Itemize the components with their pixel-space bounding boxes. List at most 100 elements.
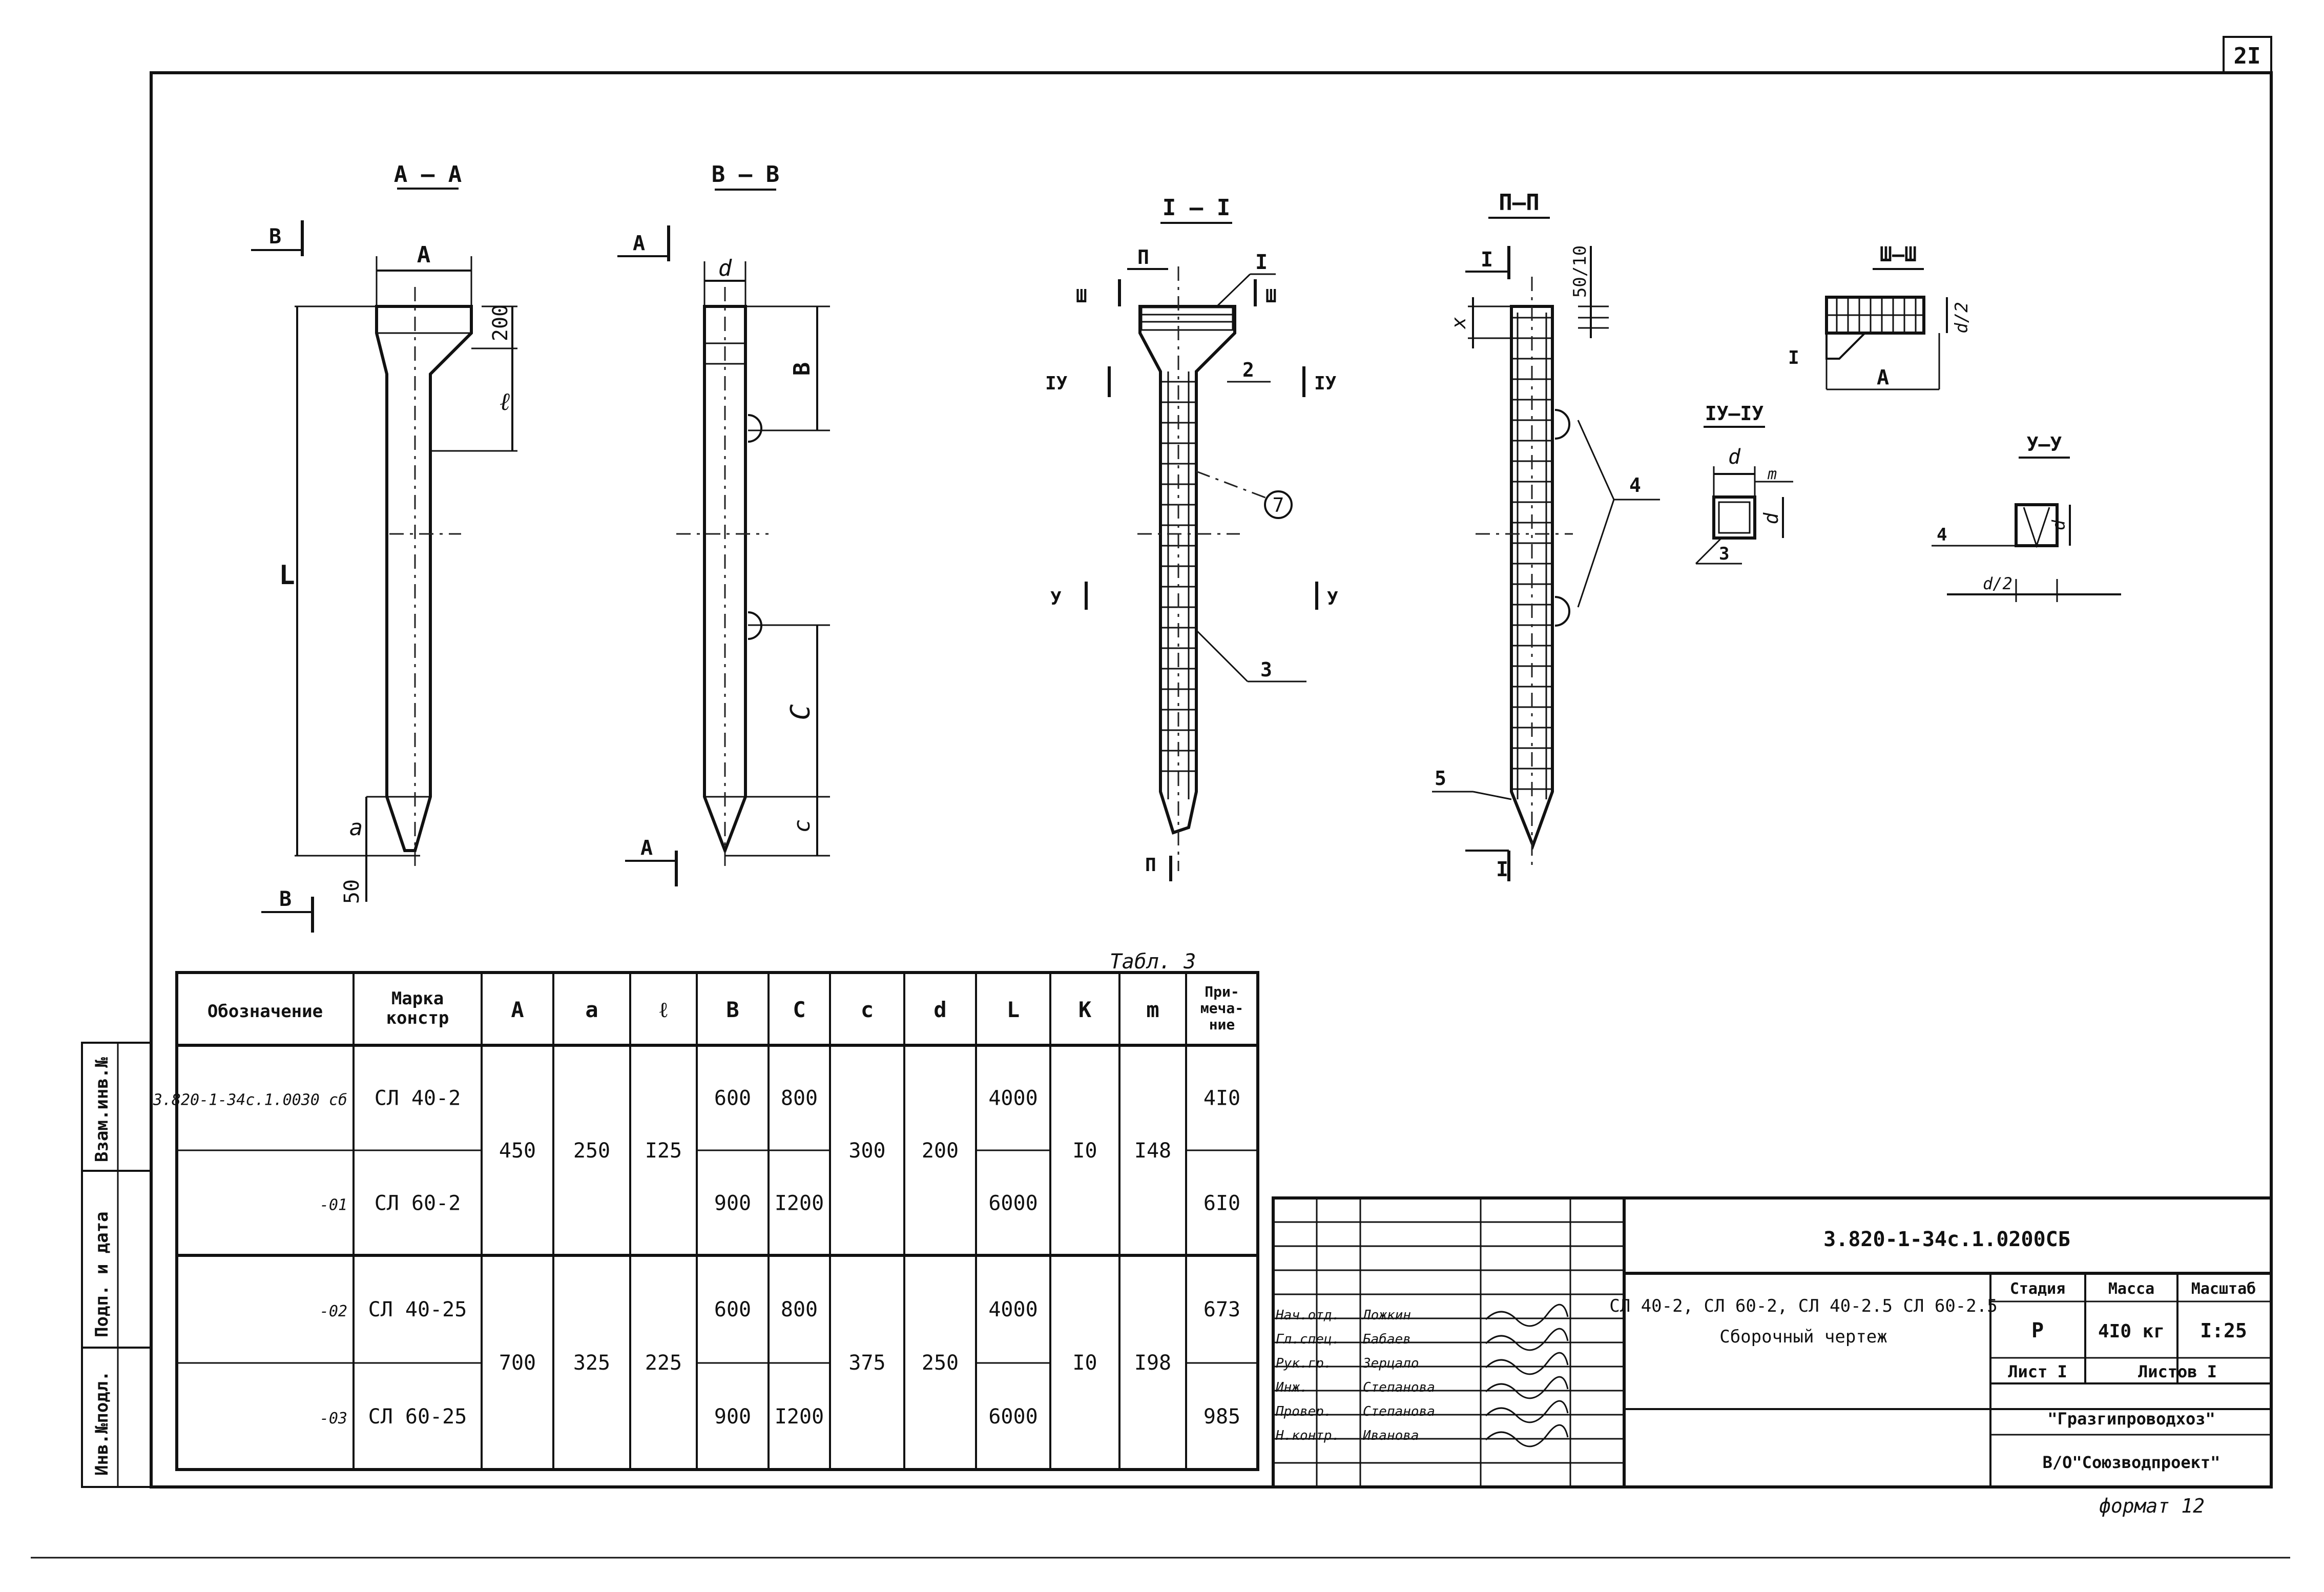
table-header-cell: ние <box>1209 1016 1235 1033</box>
sign-role: Рук.гр. <box>1276 1356 1332 1371</box>
table-cell-mark: СЛ 60-25 <box>368 1405 467 1429</box>
section-1-1: I – I П Ш Ш IУ IУ У У П I 2 7 <box>1045 195 1338 881</box>
table-cell-mark: СЛ 40-2 <box>375 1087 461 1110</box>
callout-5: 5 <box>1435 767 1446 790</box>
table-cell-A: 450 <box>499 1139 536 1163</box>
table-header-cell: A <box>511 997 524 1022</box>
doc-code: 3.820-1-34с.1.0200СБ <box>1823 1228 2070 1251</box>
table-header-cell: d <box>933 997 946 1022</box>
table-cell-mark: СЛ 60-2 <box>375 1192 461 1215</box>
table-cell-m: I48 <box>1134 1139 1171 1163</box>
table-cell-C: I200 <box>775 1405 824 1429</box>
mass-value: 4I0 кг <box>2098 1321 2165 1342</box>
callout-4b: 4 <box>1937 525 1947 545</box>
head-mesh <box>1140 306 1234 331</box>
table-cell-designation: 3.820-1-34с.1.0030 сб <box>153 1091 347 1109</box>
table-header-cell: C <box>793 997 805 1022</box>
strip-label-sign: Подп. и дата <box>92 1211 112 1337</box>
section-4-4: IУ–IУ d m d 3 <box>1695 402 1793 565</box>
sign-role: Нач.отд. <box>1275 1308 1340 1323</box>
table-header-cell: K <box>1078 997 1092 1022</box>
dim-B-label: B <box>789 362 815 376</box>
marker-1-s3: I <box>1788 347 1799 368</box>
table-header-cell: Обозначение <box>208 1001 323 1022</box>
table-header-cell: m <box>1146 997 1159 1022</box>
table-header-cell: меча- <box>1200 1000 1243 1017</box>
table-cell-designation: -01 <box>320 1196 347 1214</box>
dim-50-label: 50 <box>340 879 364 904</box>
table-header-cell: B <box>726 997 739 1022</box>
sign-name: Зерцало <box>1362 1356 1419 1371</box>
marker-3-right: Ш <box>1265 286 1277 307</box>
table-cell-m: I98 <box>1134 1351 1171 1375</box>
format-label: формат 12 <box>2099 1495 2205 1517</box>
dim-x-label: x <box>1447 317 1470 329</box>
scale-label: Масштаб <box>2191 1280 2256 1298</box>
cage-outline-2 <box>1510 305 1554 850</box>
dim-a-3-label: A <box>1877 366 1889 389</box>
marker-b-top: В <box>269 225 281 249</box>
table-header-cell: При- <box>1205 983 1239 1000</box>
marker-a-bottom: А <box>640 836 653 860</box>
callout-3b: 3 <box>1719 544 1729 564</box>
callout-2: 2 <box>1242 359 1254 381</box>
dim-c-label: c <box>789 819 815 833</box>
sheet-number: 2I <box>2234 43 2261 69</box>
callout-7-circle <box>1264 490 1293 519</box>
table-cell-l: 225 <box>645 1351 682 1375</box>
table-header-cell: c <box>861 997 874 1022</box>
dim-C-label: C <box>785 704 816 720</box>
table-cell-B: 900 <box>714 1405 751 1429</box>
product-names: СЛ 40-2, СЛ 60-2, СЛ 40-2.5 СЛ 60-2.5 <box>1609 1296 1997 1316</box>
stage-value: Р <box>2031 1319 2044 1342</box>
table-header-cell: a <box>585 997 598 1022</box>
table-cell-d: 250 <box>922 1351 959 1375</box>
lifting-loop <box>748 414 762 443</box>
table-cell-a: 250 <box>573 1139 610 1163</box>
table-cell-C: I200 <box>775 1192 824 1215</box>
table-cell-note: 985 <box>1204 1405 1240 1429</box>
section-b-b: В – В d B C c А А <box>617 161 830 886</box>
section-2-2: П–П 4 5 I I x 50/10 <box>1432 190 1660 881</box>
table-cell-d: 200 <box>922 1139 959 1163</box>
dim-L-label: L <box>279 560 295 591</box>
callout-3: 3 <box>1260 658 1272 681</box>
table-cell-L: 4000 <box>988 1087 1038 1110</box>
title-block: 3.820-1-34с.1.0200СБ СЛ 40-2, СЛ 60-2, С… <box>1272 1196 2273 1488</box>
section-3-3-title: Ш–Ш <box>1880 243 1917 266</box>
table-header-cell: L <box>1007 997 1020 1022</box>
table-cell-C: 800 <box>781 1298 818 1321</box>
dim-d-5-label: d <box>2049 520 2069 530</box>
sign-name: Степанова <box>1363 1380 1435 1395</box>
strip-label-inv: Инв.№подл. <box>92 1371 112 1476</box>
marker-5-right: У <box>1327 588 1338 609</box>
sign-name: Степанова <box>1363 1404 1435 1419</box>
table-cell-note: 6I0 <box>1204 1192 1240 1215</box>
section-4-4-title: IУ–IУ <box>1705 402 1764 425</box>
stage-label: Стадия <box>2010 1280 2065 1298</box>
signature-scribble <box>1485 1376 1569 1399</box>
table-cell-L: 6000 <box>988 1192 1038 1215</box>
signature-scribble <box>1485 1352 1569 1375</box>
marker-2-bottom: П <box>1145 855 1156 876</box>
section-5-5: У–У 4 d/2 d <box>1932 433 2121 602</box>
table-cell-a: 325 <box>573 1351 610 1375</box>
dim-a-label: A <box>417 242 431 268</box>
callout-1: I <box>1255 251 1268 274</box>
sign-name: Бабаев <box>1363 1332 1411 1347</box>
section-a-a: А – А A 200 ℓ L a 50 В В <box>251 161 517 933</box>
section-a-a-title: А – А <box>394 161 462 188</box>
org-1: "Гразгипроводхоз" <box>2047 1409 2215 1429</box>
section-3-3: Ш–Ш A d/2 I <box>1788 243 1972 390</box>
table-cell-c: 375 <box>848 1351 885 1375</box>
dim-d2-label: d/2 <box>1952 302 1972 333</box>
dim-a-small-label: a <box>349 815 363 841</box>
table-cell-B: 600 <box>714 1298 751 1321</box>
pile-outline-b <box>703 305 747 855</box>
dim-m-label: m <box>1767 465 1777 483</box>
marker-b-bottom: В <box>279 887 292 911</box>
section-1-1-title: I – I <box>1163 195 1230 221</box>
dim-l-label: ℓ <box>500 387 510 416</box>
